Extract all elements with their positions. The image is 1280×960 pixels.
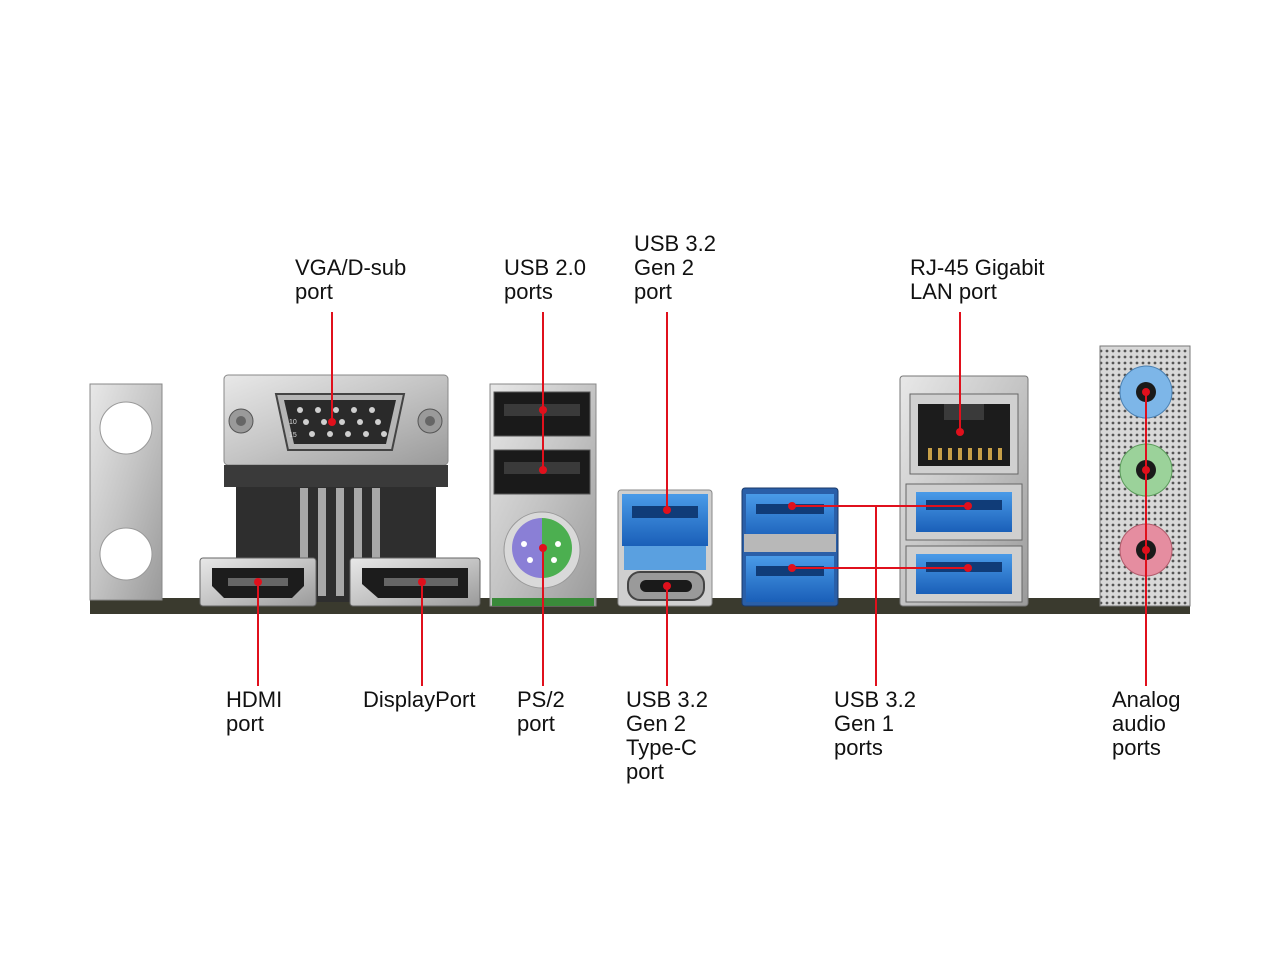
callout-usb32g1-lines bbox=[792, 505, 968, 686]
callout-rj45-dot bbox=[956, 428, 964, 436]
io-shield-bracket bbox=[89, 383, 163, 601]
vga-pin-label-10: 10 bbox=[289, 419, 297, 426]
callout-usb20-dot-1 bbox=[539, 406, 547, 414]
callout-vga-dot bbox=[328, 418, 336, 426]
callout-usb32g1-dot-2 bbox=[964, 502, 972, 510]
callout-usb32g2c-dot bbox=[663, 582, 671, 590]
callout-ps2-dot bbox=[539, 544, 547, 552]
callout-usb32g1-dot-1 bbox=[788, 502, 796, 510]
label-ps2: PS/2 port bbox=[517, 687, 565, 736]
callout-usb32g2-dot bbox=[663, 506, 671, 514]
label-displayport: DisplayPort bbox=[363, 687, 476, 712]
label-vga: VGA/D-sub port bbox=[295, 255, 407, 304]
vga-port: 10 15 bbox=[223, 374, 449, 602]
callout-hdmi-dot bbox=[254, 578, 262, 586]
label-usb32g2: USB 3.2 Gen 2 port bbox=[634, 231, 716, 304]
callout-audio-dot-2 bbox=[1142, 466, 1150, 474]
label-usb32g2c: USB 3.2 Gen 2 Type-C port bbox=[626, 687, 708, 784]
callout-usb32g1-dot-4 bbox=[964, 564, 972, 572]
label-usb32g1: USB 3.2 Gen 1 ports bbox=[834, 687, 916, 760]
label-hdmi: HDMI port bbox=[226, 687, 283, 736]
label-rj45: RJ-45 Gigabit LAN port bbox=[910, 255, 1045, 304]
displayport-port bbox=[349, 557, 481, 607]
callout-usb20-dot-2 bbox=[539, 466, 547, 474]
callout-usb32g1-dot-3 bbox=[788, 564, 796, 572]
label-usb20: USB 2.0 ports bbox=[504, 255, 586, 304]
callout-audio-dot-1 bbox=[1142, 388, 1150, 396]
callout-audio-dot-3 bbox=[1142, 546, 1150, 554]
vga-pin-label-15: 15 bbox=[289, 432, 297, 439]
rj45-usb32-stack bbox=[899, 375, 1029, 607]
usb32-gen2-stack bbox=[617, 489, 713, 607]
label-audio: Analog audio ports bbox=[1112, 687, 1181, 760]
callout-displayport-dot bbox=[418, 578, 426, 586]
